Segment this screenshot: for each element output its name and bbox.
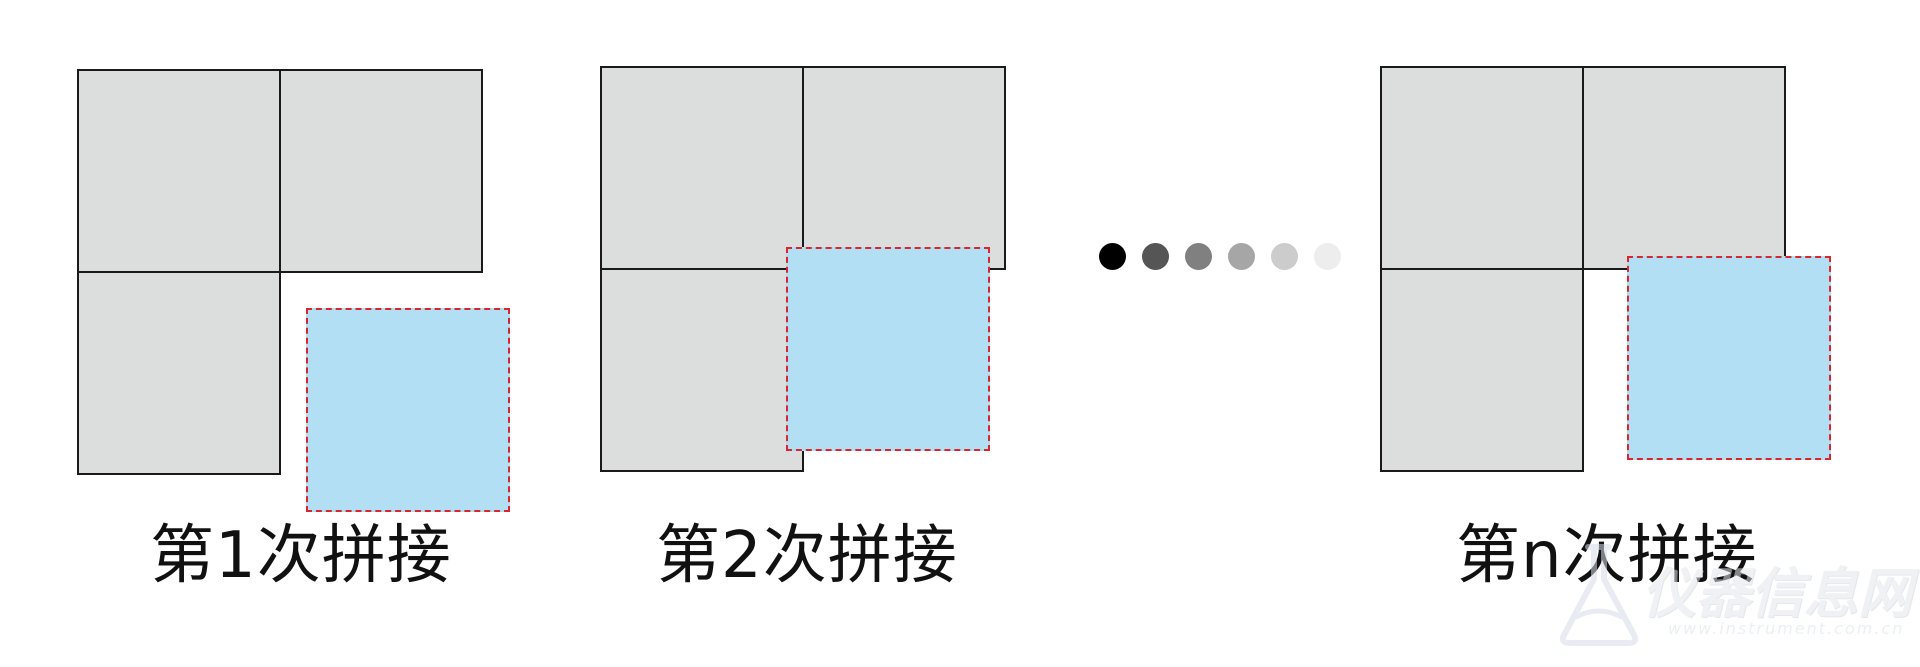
ellipsis-dot xyxy=(1185,243,1212,270)
flask-logo-icon xyxy=(1559,544,1639,646)
tile-top-left xyxy=(600,66,804,270)
tile-bottom-left xyxy=(77,271,281,475)
ellipsis-dot xyxy=(1271,243,1298,270)
tile-top-left xyxy=(1380,66,1584,270)
ellipsis-dot xyxy=(1228,243,1255,270)
watermark-text: 仪器信息网 xyxy=(1642,562,1912,625)
ellipsis-dot xyxy=(1142,243,1169,270)
tile-top-right xyxy=(1582,66,1786,270)
ellipsis-dot xyxy=(1314,243,1341,270)
tile-bottom-left xyxy=(600,268,804,472)
new-tile xyxy=(1627,256,1831,460)
tile-top-right xyxy=(279,69,483,273)
ellipsis-dot xyxy=(1099,243,1126,270)
watermark-url: www.instrument.com.cn xyxy=(1668,619,1905,638)
tile-top-left xyxy=(77,69,281,273)
new-tile xyxy=(786,247,990,451)
watermark: 仪器信息网 www.instrument.com.cn xyxy=(1550,539,1912,649)
new-tile xyxy=(306,308,510,512)
tile-top-right xyxy=(802,66,1006,270)
tile-bottom-left xyxy=(1380,268,1584,472)
step-caption: 第2次拼接 xyxy=(656,519,958,593)
step-caption: 第1次拼接 xyxy=(150,519,452,593)
